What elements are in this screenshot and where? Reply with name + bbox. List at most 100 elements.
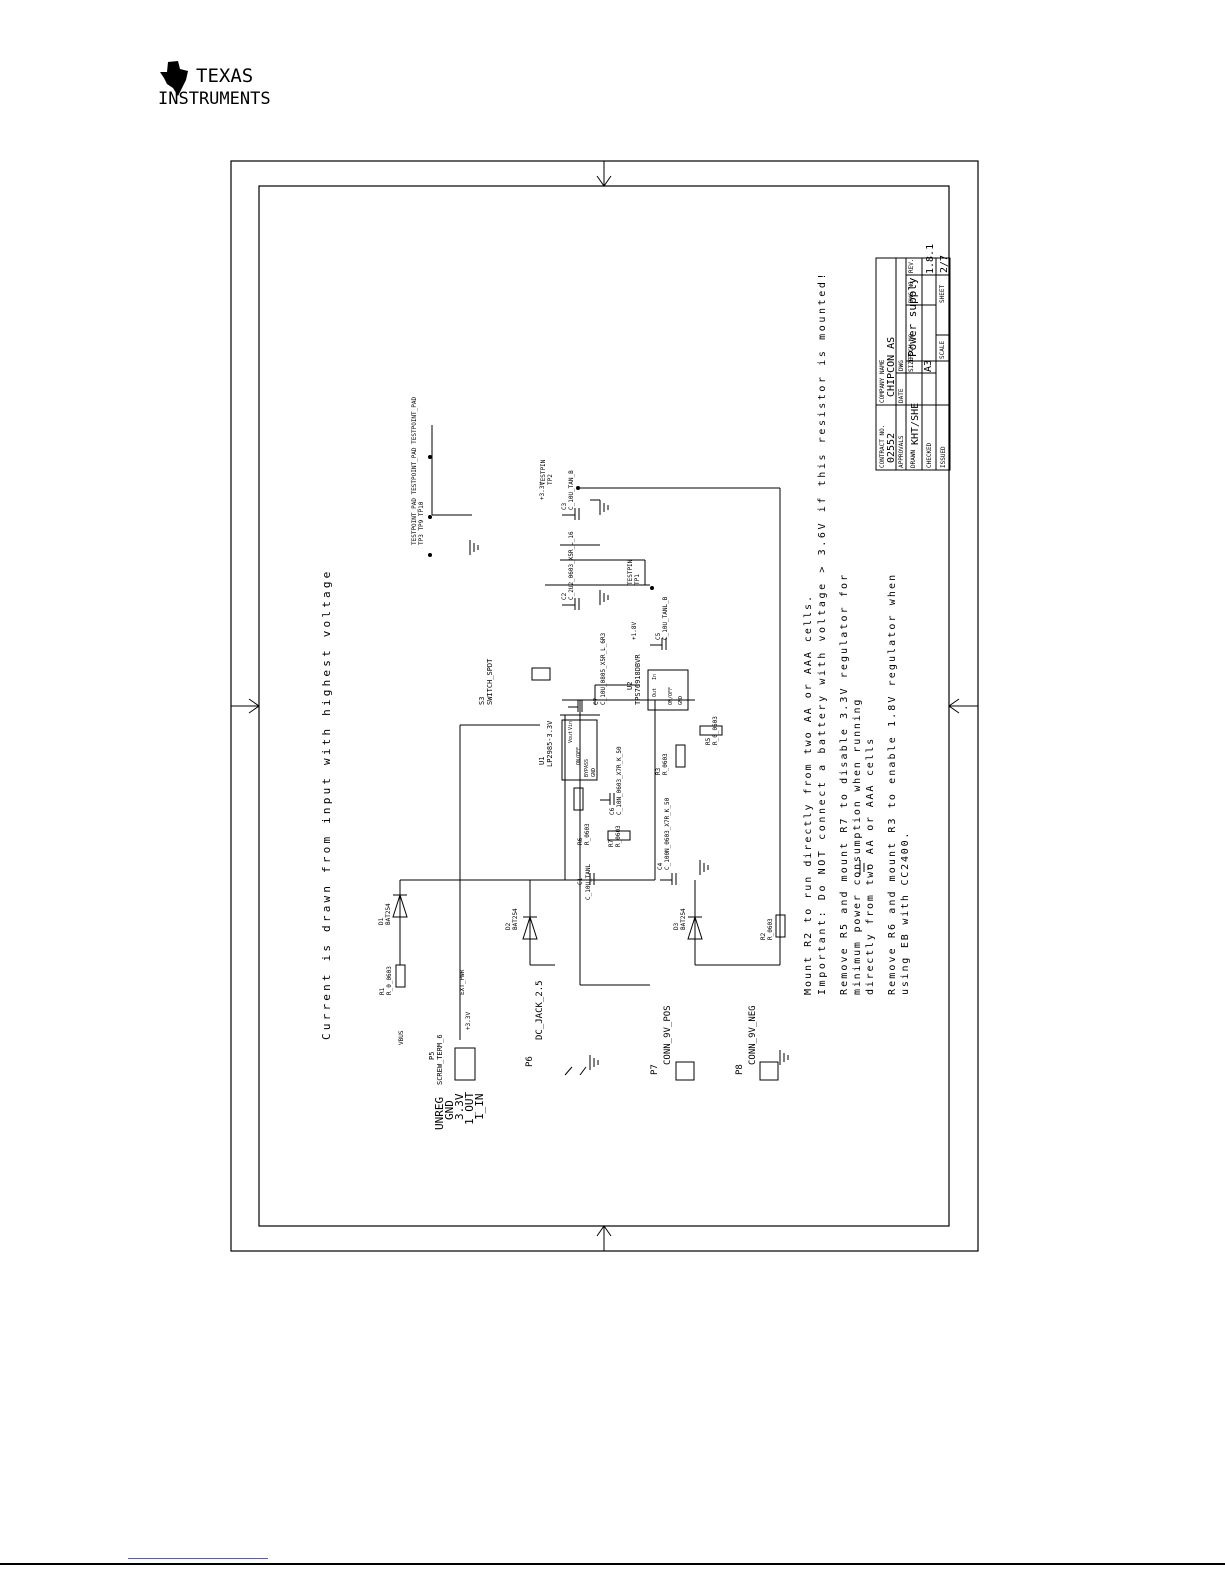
p5-type: SCREW_TERM_6: [436, 1034, 444, 1085]
company-name-value: CHIPCON AS: [886, 337, 897, 397]
testpoint-tp3-icon: [428, 553, 432, 557]
size-label: SIZE: [908, 357, 915, 372]
c5-value: C_10U_TANL_B: [662, 596, 669, 640]
center-markers: [231, 161, 978, 1251]
v33-net-label: +3.3V: [465, 1012, 472, 1030]
p5-pin-33v: 3.3V: [453, 1093, 466, 1120]
d1-value: BAT254: [385, 903, 392, 925]
diodes: [392, 893, 703, 940]
p5-ref: P5: [428, 1052, 436, 1060]
note-remove-r5-1: Remove R5 and mount R7 to disable 3.3V r…: [839, 573, 850, 995]
u1-pin-vout: Vout: [568, 731, 574, 743]
drawn-label: DRAWN: [910, 450, 917, 468]
ti-state-emblem-icon: [160, 61, 188, 96]
p7-connector: [675, 1061, 695, 1081]
p7-type: CONN_9V_POS: [663, 1005, 673, 1065]
ground-icon: [599, 500, 609, 515]
c7-ref: C7: [593, 697, 600, 705]
d3-value: BAT254: [680, 908, 687, 930]
r6-ref: R6: [577, 837, 584, 845]
note-remove-r5-3: directly from two AA or AAA cells: [865, 737, 876, 995]
r6-value: R_0603: [584, 823, 591, 845]
c4-value: C_100N_0603_X7R_K_50: [664, 797, 671, 870]
c6-value: C_10N_0603_X7R_K_50: [616, 746, 623, 815]
s3-ref: S3: [478, 697, 486, 705]
note-remove-r5-2: minimum power consumption when running: [852, 698, 863, 995]
resistor-r7-icon: [607, 830, 631, 841]
u1-pin-bypass: BYPASS: [584, 759, 590, 777]
u2-tps76918-regulator: [647, 669, 689, 711]
tp2-ref: TP2: [547, 474, 554, 485]
resistor-r6-icon: [573, 787, 584, 811]
p5-pin-unreg: UNREG: [433, 1097, 446, 1130]
contract-no-value: 02552: [886, 433, 897, 463]
c1-ref: C1: [577, 877, 584, 885]
p5-pin-1out: 1_OUT: [463, 1092, 476, 1125]
testpoint-tp2-icon: [576, 486, 580, 490]
d1-ref: D1: [378, 917, 385, 925]
company-name-label: COMPANY NAME: [879, 359, 886, 403]
c3-ref: C3: [561, 502, 568, 510]
c1-value: C_10U_TANL: [585, 863, 592, 900]
title-block: [875, 257, 951, 471]
u1-pin-gnd: GND: [591, 768, 597, 777]
plus18-label: +1.8V: [631, 622, 638, 640]
p6-dc-jack-icon: [564, 1066, 587, 1076]
c6-ref: C6: [609, 807, 616, 815]
u1-pin-onoff: ON/OFF: [576, 747, 582, 765]
ti-logo-graphic: ti TEXAS INSTRUMENTS: [158, 61, 271, 108]
u1-ref: U1: [538, 757, 546, 765]
capacitor-c4-icon: [660, 873, 677, 885]
ground-icon: [469, 540, 479, 555]
u2-pin-in: In: [652, 674, 658, 680]
note-important: Important: Do NOT connect a battery with…: [817, 271, 828, 995]
p5-screw-terminal: [454, 1047, 476, 1081]
r5-ref: R5: [705, 737, 712, 745]
p5-pin-1in: 1_IN: [473, 1094, 486, 1121]
r3-value: R_0603: [662, 753, 669, 775]
resistor-r5-icon: [699, 725, 723, 736]
dwg-no-label: DWG NO.: [908, 278, 915, 303]
u2-pin-gnd: GND: [678, 696, 684, 705]
d2-ref: D2: [505, 922, 512, 930]
u1-value: LP2985-3.3V: [546, 720, 554, 767]
p5-pin-gnd: GND: [443, 1100, 456, 1120]
capacitor-c1-icon: [578, 873, 595, 885]
capacitors: [562, 508, 677, 885]
resistor-r1-icon: [395, 964, 406, 988]
marker-bottom-icon: [596, 1225, 612, 1251]
r2-value: R_0603: [767, 918, 774, 940]
size-value: A3: [923, 360, 934, 372]
capacitor-c5-icon: [650, 638, 667, 650]
marker-top-icon: [596, 161, 612, 187]
u2-pin-out: Out: [652, 688, 658, 697]
fscm-label: FSCM NO.: [908, 330, 915, 359]
outer-frame: [230, 160, 979, 1252]
p8-connector: [759, 1061, 779, 1081]
ground-symbols: [469, 500, 869, 1070]
ti-emblem-letters: ti: [169, 70, 182, 83]
note-remove-r6-2: using EB with CC2400.: [900, 831, 911, 995]
testpoint-tp1-icon: [650, 586, 654, 590]
r3-ref: R3: [655, 767, 662, 775]
c2-ref: C2: [561, 592, 568, 600]
footer-link-underline: [128, 1558, 268, 1559]
date-label: DATE: [898, 388, 905, 403]
testpoint-tp9-icon: [428, 515, 432, 519]
ground-icon: [779, 1050, 789, 1065]
d3-ref: D3: [673, 922, 680, 930]
resistor-r3-icon: [675, 744, 686, 768]
issued-label: ISSUED: [940, 446, 947, 468]
p6-ref: P6: [525, 1056, 535, 1067]
c7-value: C_10U_0805_X5R_L_6R3: [600, 632, 607, 705]
logo-line-instruments: INSTRUMENTS: [158, 89, 271, 108]
tp2-type: TESTPIN: [540, 459, 547, 485]
capacitor-c2-icon: [562, 598, 580, 610]
plus33-label: +3.3V: [539, 482, 546, 500]
testpoint-tp10-icon: [428, 455, 432, 459]
contract-no-label: CONTRACT NO.: [879, 425, 886, 468]
r7-ref: R7: [608, 839, 615, 847]
note-mount-r2: Mount R2 to run directly from two AA or …: [803, 594, 814, 995]
tp-row-type: TESTPOINT_PAD TESTPOINT_PAD TESTPOINT_PA…: [411, 397, 418, 545]
